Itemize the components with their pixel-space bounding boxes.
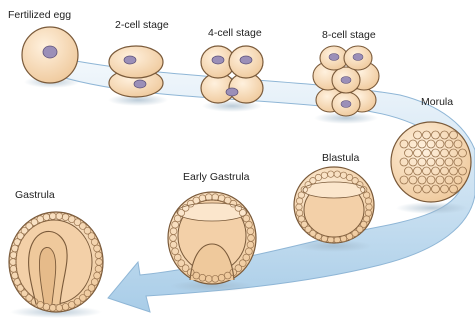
two-cell-embryo xyxy=(108,46,168,106)
label-4-cell-stage: 4-cell stage xyxy=(208,27,262,39)
label-fertilized-egg: Fertilized egg xyxy=(8,9,71,21)
label-8-cell-stage: 8-cell stage xyxy=(322,29,376,41)
label-early-gastrula: Early Gastrula xyxy=(183,171,250,183)
label-2-cell-stage: 2-cell stage xyxy=(115,19,169,31)
gastrula xyxy=(9,212,103,318)
four-cell-embryo xyxy=(201,46,263,112)
label-gastrula: Gastrula xyxy=(15,189,55,201)
label-blastula: Blastula xyxy=(322,152,359,164)
fertilized-egg xyxy=(22,27,80,88)
nucleus-icon xyxy=(43,46,57,58)
label-morula: Morula xyxy=(421,96,453,108)
eight-cell-embryo xyxy=(313,46,379,124)
